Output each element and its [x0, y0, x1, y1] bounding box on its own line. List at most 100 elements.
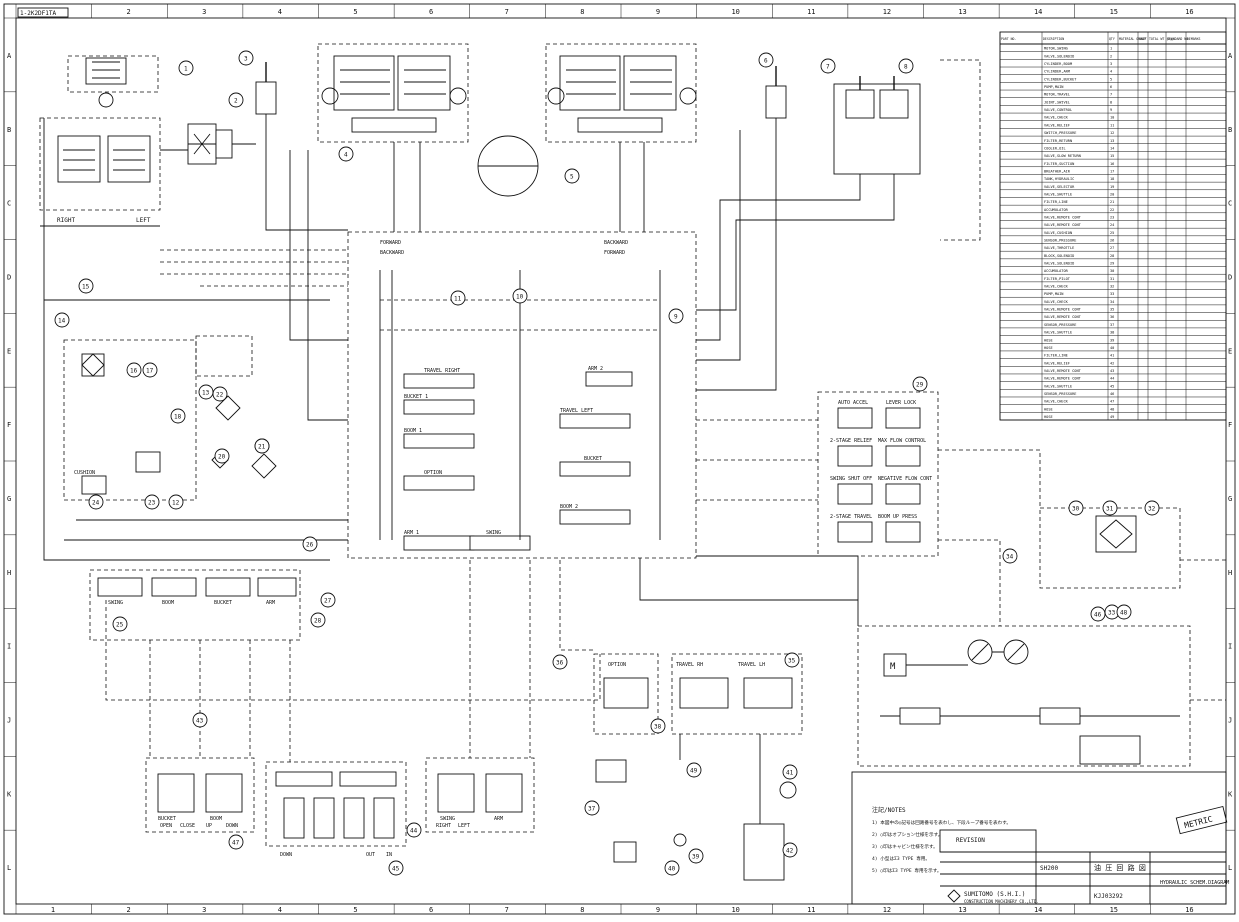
- callout-number: 33: [1108, 610, 1116, 617]
- callout-number: 14: [58, 318, 66, 325]
- travel-motor-left: [545, 43, 697, 143]
- label-cushion: CUSHION: [74, 470, 95, 476]
- callout-circle: [144, 494, 160, 510]
- callout-bubble: 41: [782, 764, 798, 780]
- callout-circle: [228, 92, 244, 108]
- parts-item-no: 23: [1110, 215, 1114, 219]
- callout-number: 24: [92, 500, 100, 507]
- note-line: 2) ○印はオプション仕様を示す。: [872, 831, 942, 838]
- callout-number: 39: [692, 854, 700, 861]
- row-label: D: [7, 273, 11, 281]
- callout-circle: [310, 612, 326, 628]
- callout-bubble: 27: [320, 592, 336, 608]
- parts-header-cell: REMARKS: [1187, 37, 1201, 41]
- model-number: SH200: [1040, 865, 1058, 872]
- callout-number: 26: [306, 542, 314, 549]
- parts-description: VALVE,REMOTE CONT: [1044, 369, 1082, 373]
- callout-circle: [564, 168, 580, 184]
- parts-description: VALVE,REMOTE CONT: [1044, 308, 1082, 312]
- callout-bubble: 43: [192, 712, 208, 728]
- parts-item-no: 15: [1110, 154, 1114, 158]
- swivel-joint-5: [477, 135, 539, 197]
- column-label: 4: [278, 8, 282, 16]
- callout-circle: [1090, 606, 1106, 622]
- parts-item-no: 25: [1110, 231, 1114, 235]
- parts-item-no: 11: [1110, 123, 1114, 127]
- callout-number: 25: [116, 622, 124, 629]
- callout-bubble: 47: [228, 834, 244, 850]
- column-label: 11: [807, 906, 815, 914]
- column-label: 13: [958, 906, 966, 914]
- parts-description: SENSOR,PRESSURE: [1044, 392, 1076, 396]
- column-label: 9: [656, 8, 660, 16]
- callout-circle: [126, 362, 142, 378]
- callout-circle: [192, 712, 208, 728]
- column-label: 3: [202, 906, 206, 914]
- parts-item-no: 17: [1110, 169, 1114, 173]
- callout-bubble: 24: [88, 494, 104, 510]
- row-label: L: [7, 864, 11, 872]
- parts-description: HOSE: [1044, 415, 1053, 419]
- label-bucket-row: BUCKET: [214, 600, 232, 606]
- label-down-rc: DOWN: [226, 823, 238, 829]
- note-line: 4) 小型はΣ3 TYPE 専用。: [872, 855, 930, 862]
- label-forward-top-2: FORWARD: [604, 250, 625, 256]
- parts-item-no: 14: [1110, 146, 1114, 150]
- note-line: 3) ○印はキャビン仕様を示す。: [872, 843, 938, 850]
- note-line: 5) ○印はΣ3 TYPE 専用を示す。: [872, 867, 941, 874]
- callout-bubble: 18: [170, 408, 186, 424]
- callout-number: 40: [668, 866, 676, 873]
- label-swing-row: SWING: [108, 600, 123, 606]
- parts-header-cell: DESCRIPTION: [1043, 37, 1064, 41]
- column-label: 8: [580, 906, 584, 914]
- callout-number: 12: [172, 500, 180, 507]
- parts-item-no: 19: [1110, 185, 1114, 189]
- row-label: G: [7, 495, 11, 503]
- parts-header-cell: STANDARD NO.: [1167, 37, 1190, 41]
- parts-description: VALVE,CUSHION: [1044, 231, 1072, 235]
- parts-item-no: 29: [1110, 262, 1114, 266]
- label-arm-1: ARM 1: [404, 530, 419, 536]
- label-down-sv: DOWN: [280, 852, 292, 858]
- callout-bubble: 30: [1068, 500, 1084, 516]
- label-negative-flow: NEGATIVE FLOW CONT: [878, 476, 932, 482]
- label-arm-row: ARM: [266, 600, 275, 606]
- callout-number: 21: [258, 444, 266, 451]
- label-auto-accel: AUTO ACCEL: [838, 400, 868, 406]
- callout-number: 10: [516, 294, 524, 301]
- callout-circle: [686, 762, 702, 778]
- callout-number: 5: [570, 174, 574, 181]
- callout-circle: [1144, 500, 1160, 516]
- solenoid-block-29: AUTO ACCEL LEVER LOCK 2-STAGE RELIEF MAX…: [817, 391, 939, 557]
- column-label: 3: [202, 8, 206, 16]
- callout-circle: [450, 290, 466, 306]
- parts-item-no: 1: [1110, 47, 1112, 51]
- callout-bubble: 45: [388, 860, 404, 876]
- row-label: A: [7, 52, 12, 60]
- row-label: J: [7, 716, 11, 724]
- label-right: RIGHT: [57, 217, 75, 224]
- parts-description: SWITCH,PRESSURE: [1044, 131, 1076, 135]
- title-block: REVISION SH200 油 圧 回 路 図 HYDRAULIC SCHEM…: [851, 771, 1229, 905]
- parts-description: HOSE: [1044, 338, 1053, 342]
- callout-bubble: 40: [664, 860, 680, 876]
- callout-number: 4: [344, 152, 348, 159]
- callout-number: 3: [244, 56, 248, 63]
- callout-number: 48: [1120, 610, 1128, 617]
- column-label: 14: [1034, 8, 1042, 16]
- callout-circle: [650, 718, 666, 734]
- parts-item-no: 34: [1110, 300, 1114, 304]
- callout-bubble: 35: [784, 652, 800, 668]
- company-name: SUMITOMO (S.H.I.): [964, 891, 1025, 898]
- parts-description: VALVE,SELECTOR: [1044, 185, 1075, 189]
- parts-item-no: 7: [1110, 93, 1112, 97]
- callout-circle: [388, 860, 404, 876]
- callout-bubble: 7: [820, 58, 836, 74]
- parts-description: FILTER,LINE: [1044, 200, 1068, 204]
